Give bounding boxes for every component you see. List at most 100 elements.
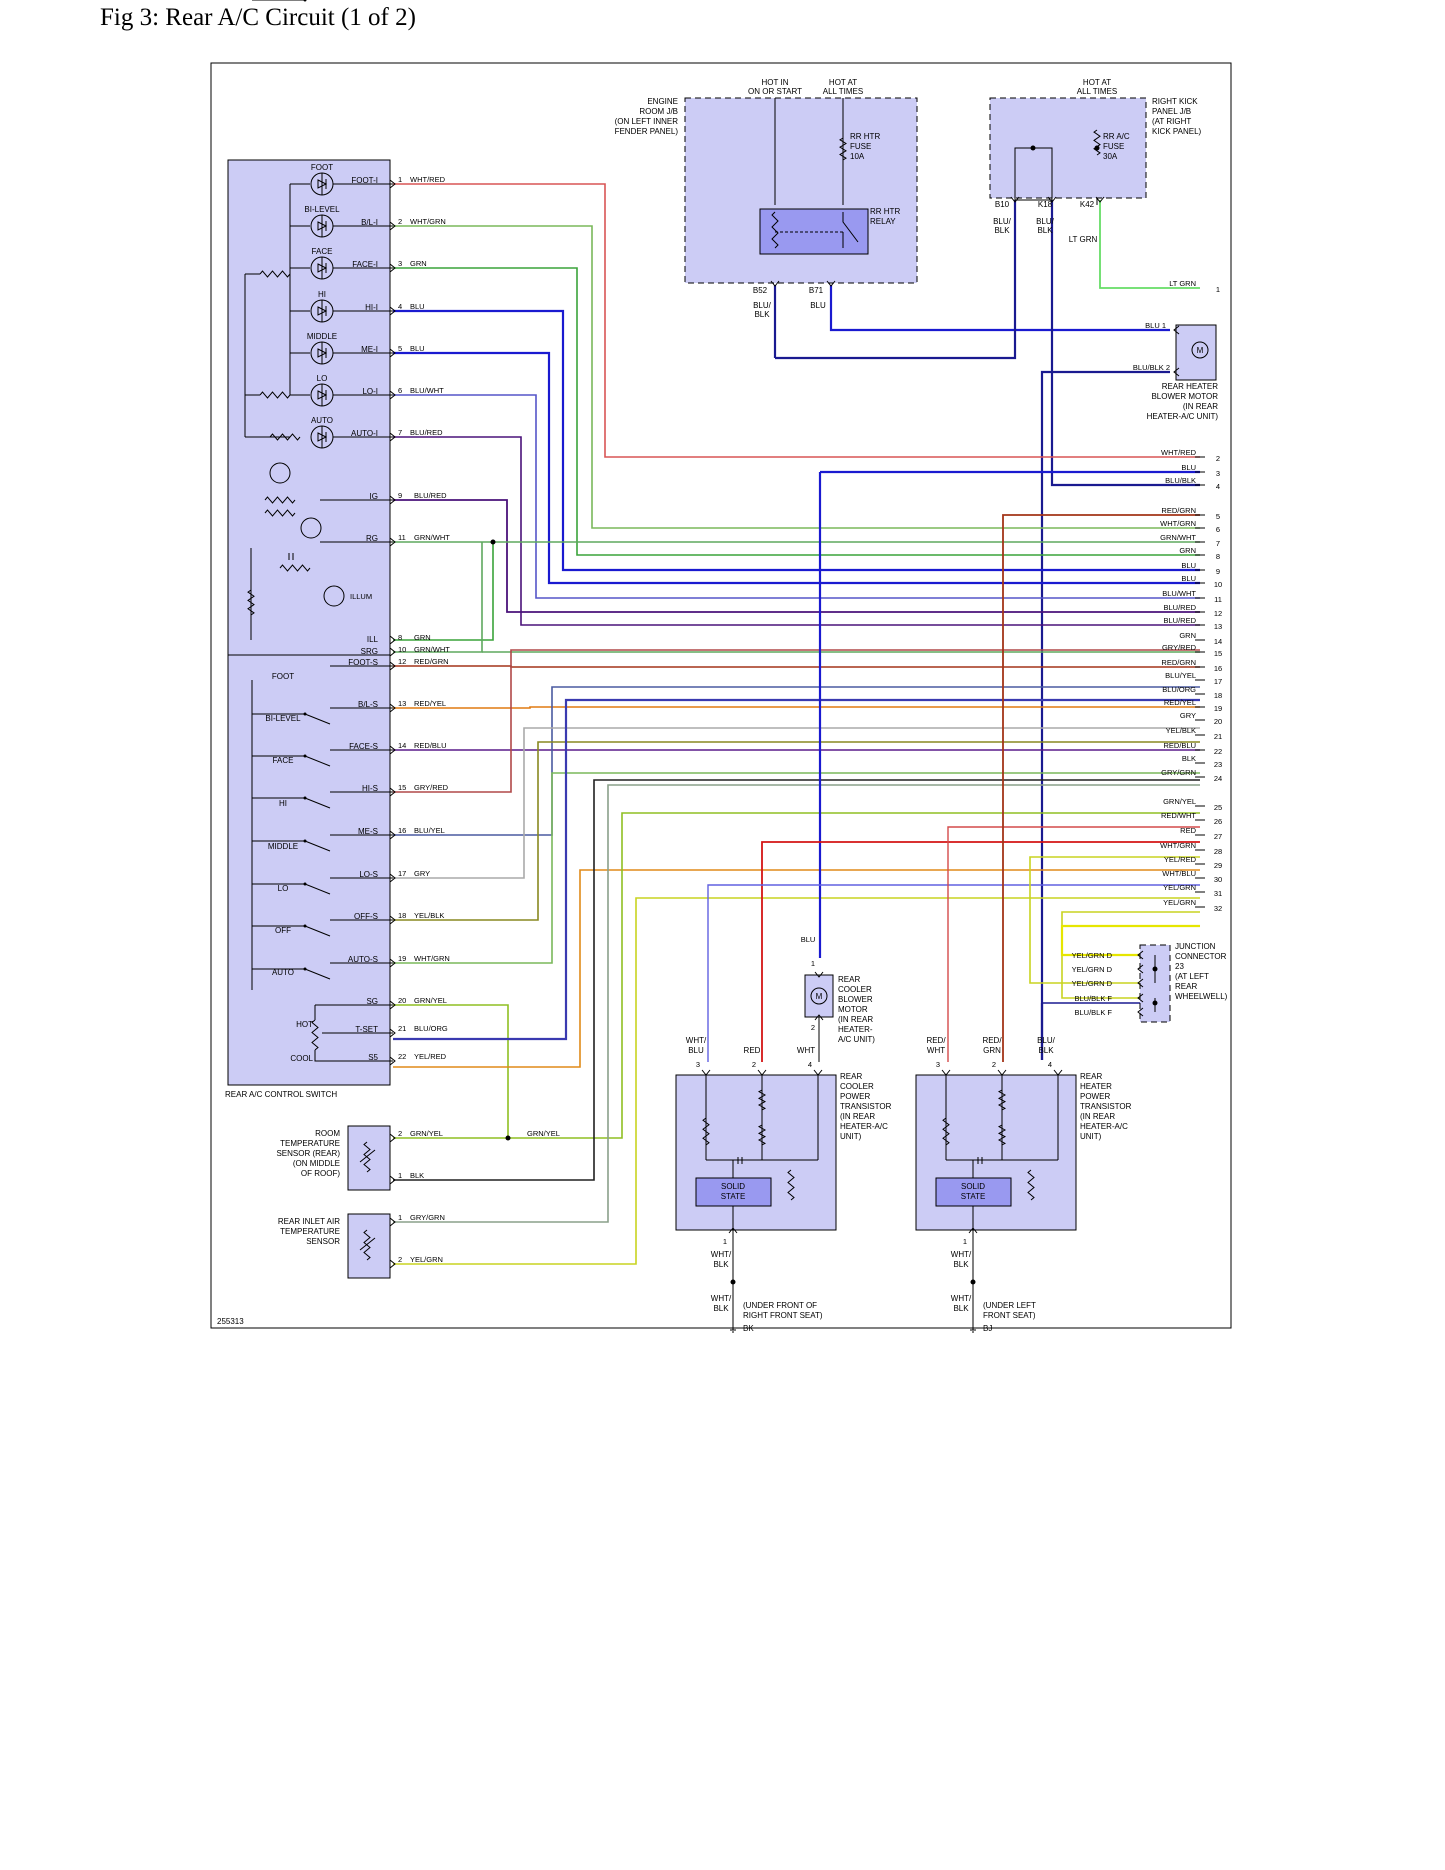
capacitor-icon bbox=[737, 1157, 743, 1164]
harness-pin-number: 23 bbox=[1214, 760, 1222, 769]
switch-pin-label: AUTO-S bbox=[348, 955, 378, 964]
selector-name: HI bbox=[279, 799, 287, 808]
illum-label: ILLUM bbox=[350, 592, 372, 601]
wire-label: RED bbox=[744, 1046, 761, 1055]
wire-sel-4 bbox=[393, 649, 1200, 793]
inlet-sensor-label: TEMPERATURE bbox=[280, 1227, 340, 1236]
wire-label: BLU/ bbox=[993, 217, 1012, 226]
heater-motor-label: REAR HEATER bbox=[1162, 382, 1219, 391]
motor-pin-label: BLU/BLK 2 bbox=[1133, 363, 1170, 372]
diode-symbol bbox=[317, 384, 328, 406]
switch-pin-label: HI-S bbox=[362, 784, 378, 793]
wire-label: GRN bbox=[414, 633, 431, 642]
pin-number: 1 bbox=[398, 175, 402, 184]
connector-pin bbox=[813, 1069, 823, 1076]
contact-dot bbox=[303, 754, 307, 758]
harness-pin-number: 21 bbox=[1214, 732, 1222, 741]
diagram-frame bbox=[210, 62, 1232, 1329]
connector-pin bbox=[389, 432, 396, 442]
wire-tset bbox=[393, 698, 1200, 1041]
connector-pin bbox=[389, 703, 396, 713]
harness-pin-number: 8 bbox=[1216, 552, 1220, 561]
harness-pin-number: 10 bbox=[1214, 580, 1222, 589]
resistor bbox=[259, 391, 291, 399]
figure-title: Fig 3: Rear A/C Circuit (1 of 2) bbox=[100, 4, 416, 31]
diode-symbol bbox=[317, 426, 328, 448]
wire-label: GRY/GRN bbox=[410, 1213, 445, 1222]
pin-number: 4 bbox=[1048, 1060, 1052, 1069]
harness-wire-label: GRN bbox=[1179, 546, 1196, 555]
transistor-label: HEATER-A/C bbox=[1080, 1122, 1128, 1131]
wire-label: BLK bbox=[953, 1260, 969, 1269]
wire-sg bbox=[393, 1004, 509, 1138]
harness-pin-number: 13 bbox=[1214, 622, 1222, 631]
indicator-name: FACE bbox=[312, 247, 333, 256]
connector-pin bbox=[389, 1133, 396, 1143]
wire-label: WHT/GRN bbox=[414, 954, 450, 963]
harness-wire-label: GRN bbox=[1179, 631, 1196, 640]
splice-dot bbox=[505, 1135, 511, 1141]
ground-location-label: (UNDER LEFT bbox=[983, 1301, 1036, 1310]
wire-label: BLK bbox=[754, 310, 770, 319]
pin-label: B71 bbox=[809, 286, 824, 295]
switch-pin-label: RG bbox=[366, 534, 378, 543]
capacitor-icon bbox=[288, 553, 294, 560]
harness-wire-label: BLU/YEL bbox=[1165, 671, 1196, 680]
selector-name: FOOT bbox=[272, 672, 294, 681]
room-sensor-label: OF ROOF) bbox=[301, 1169, 340, 1178]
hot-in-run-label: ON OR START bbox=[748, 87, 802, 96]
harness-pin-number: 6 bbox=[1216, 525, 1220, 534]
switch-pin-label: FOOT-S bbox=[348, 658, 378, 667]
connector-pin bbox=[1173, 325, 1180, 335]
junction-pin-label: YEL/GRN D bbox=[1072, 979, 1113, 988]
connector-pin bbox=[389, 635, 396, 645]
pin-number: 12 bbox=[398, 657, 406, 666]
switch-pin-label: T-SET bbox=[355, 1025, 378, 1034]
pin-number: 22 bbox=[398, 1052, 406, 1061]
harness-wire-label: WHT/GRN bbox=[1160, 841, 1196, 850]
harness-pin-number: 22 bbox=[1214, 747, 1222, 756]
switch-pin-label: AUTO-I bbox=[351, 429, 378, 438]
connector-pin bbox=[389, 958, 396, 968]
indicator-name: HI bbox=[318, 290, 326, 299]
harness-pin-number: 30 bbox=[1214, 875, 1222, 884]
engine-jb-label: ENGINE bbox=[647, 97, 678, 106]
hot-all-times-label: HOT AT bbox=[1083, 78, 1111, 87]
contact-dot bbox=[303, 712, 307, 716]
connector-pin bbox=[389, 647, 396, 657]
harness-wire-label: BLU/RED bbox=[1163, 603, 1196, 612]
wire-label: BLU/ORG bbox=[414, 1024, 448, 1033]
connector-pin bbox=[701, 1069, 711, 1076]
wire-label: BLK bbox=[953, 1304, 969, 1313]
wire-label: BLU bbox=[410, 302, 425, 311]
wire-label: BLU/RED bbox=[410, 428, 443, 437]
pin-number: 16 bbox=[398, 826, 406, 835]
wire-label: WHT/RED bbox=[410, 175, 446, 184]
selector-contact bbox=[304, 713, 331, 725]
wire-led-6 bbox=[393, 394, 1200, 599]
harness-pin-number: 28 bbox=[1214, 847, 1222, 856]
wire-label: GRN/YEL bbox=[414, 996, 447, 1005]
motor-icon bbox=[810, 987, 828, 1005]
wire-label: YEL/BLK bbox=[414, 911, 444, 920]
wire-b10 bbox=[775, 200, 1017, 360]
wire-label: WHT/ bbox=[686, 1036, 707, 1045]
wire-label: GRN/WHT bbox=[414, 645, 450, 654]
connector-pin bbox=[389, 537, 396, 547]
connector-pin bbox=[1173, 367, 1180, 377]
indicator-name: MIDDLE bbox=[307, 332, 337, 341]
harness-wire-label: WHT/BLU bbox=[1162, 869, 1196, 878]
indicator-name: AUTO bbox=[311, 416, 333, 425]
cooler-motor-label: COOLER bbox=[838, 985, 872, 994]
harness-wire-label: RED/GRN bbox=[1161, 506, 1196, 515]
wire-sel-2 bbox=[393, 706, 1200, 709]
harness-pin-number: 18 bbox=[1214, 691, 1222, 700]
junction-connector-label: REAR bbox=[1175, 982, 1197, 991]
cooler-motor-label: REAR bbox=[838, 975, 860, 984]
solid-state-label: STATE bbox=[721, 1192, 746, 1201]
selector-contact bbox=[304, 755, 331, 767]
pin-number: 13 bbox=[398, 699, 406, 708]
pin-label: K18 bbox=[1038, 200, 1053, 209]
room-sensor-label: SENSOR (REAR) bbox=[276, 1149, 340, 1158]
